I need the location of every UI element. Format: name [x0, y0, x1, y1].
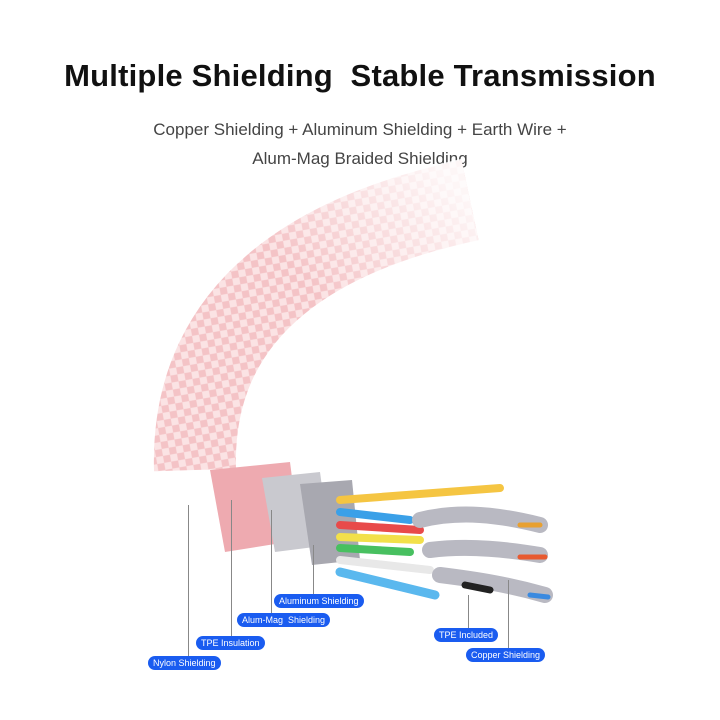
leader-line: [468, 595, 469, 630]
label-alum-mag-shielding: Alum-Mag Shielding: [237, 613, 331, 627]
leader-line: [313, 545, 314, 595]
subtitle-line-2: Alum-Mag Braided Shielding: [252, 149, 468, 168]
label-aluminum-shielding: Aluminum Shielding: [274, 594, 364, 608]
label-nylon-shielding: Nylon Shielding: [148, 656, 221, 670]
label-tpe-insulation: TPE Insulation: [196, 636, 265, 650]
inner-wires: [335, 484, 553, 603]
label-tpe-included: TPE Included: [434, 628, 499, 642]
leader-line: [271, 510, 272, 614]
leader-line: [231, 500, 232, 637]
leader-line: [508, 580, 509, 650]
label-copper-shielding: Copper Shielding: [466, 648, 546, 662]
leader-line: [188, 505, 189, 657]
headline: Multiple Shielding Stable Transmission: [64, 58, 656, 93]
subtitle-line-1: Copper Shielding + Aluminum Shielding + …: [153, 120, 567, 139]
